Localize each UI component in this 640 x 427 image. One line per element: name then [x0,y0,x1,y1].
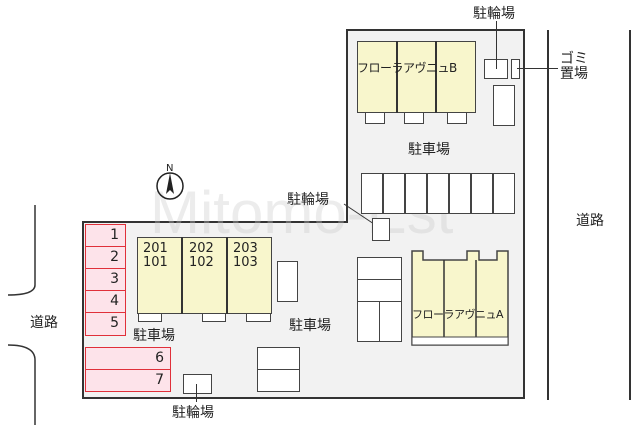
bike-parking-label-south: 駐輪場 [172,405,214,421]
parking-space [493,85,515,126]
parking-space [357,257,402,280]
building-b-name: フローラアヴニュB [357,61,457,75]
parking-space [427,173,449,214]
parking-label-west: 駐車場 [133,328,175,344]
building-b [357,41,476,113]
parking-space [471,173,493,214]
leader-line [496,21,497,69]
balcony [138,313,162,322]
parking-space-3: 3 [85,268,126,291]
parking-label-center: 駐車場 [289,318,331,334]
lot-join [348,219,523,224]
bike-parking-label-middle: 駐輪場 [287,192,329,208]
balcony [202,313,226,322]
divider [396,41,398,113]
bike-parking-label-north: 駐輪場 [473,6,515,22]
divider [435,41,437,113]
parking-space [405,173,427,214]
parking-space-4: 4 [85,290,126,313]
unit-lower: 103 [233,255,258,270]
north-arrow-icon: N [156,163,184,200]
building-main [137,237,272,314]
building-a-name: フローラアヴニュA [412,308,504,321]
balcony [246,313,271,322]
leader-line [517,68,558,69]
unit-upper: 203 [233,241,258,256]
parking-space [383,173,405,214]
divider [181,237,183,314]
parking-space [257,369,300,392]
parking-label-north: 駐車場 [408,142,450,158]
parking-space-6: 6 [85,347,171,370]
parking-space-5: 5 [85,312,126,336]
parking-space-1: 1 [85,224,126,247]
bike-parking-middle [372,218,390,241]
garbage-area [511,59,520,79]
balcony [447,112,467,124]
garbage-label: ゴミ置場 [560,51,588,82]
parking-space [257,347,300,370]
parking-space [449,173,471,214]
road-edge-right-2 [629,30,631,400]
divider [226,237,228,314]
road-edge-west [7,205,36,425]
bike-parking-south [183,374,212,394]
road-edge-right-1 [547,30,549,400]
parking-space [357,301,380,342]
parking-row-north [361,173,515,214]
unit-lower: 102 [189,255,214,270]
unit-upper: 202 [189,241,214,256]
building-a [411,250,509,346]
parking-space-2: 2 [85,246,126,269]
balcony [404,112,424,124]
road-label-east: 道路 [576,213,604,229]
road-label-west: 道路 [30,315,58,331]
north-label: N [166,163,173,174]
parking-space [277,261,298,302]
parking-space [493,173,515,214]
parking-space [361,173,383,214]
unit-lower: 101 [143,255,168,270]
parking-space [379,301,402,342]
leader-line [196,384,197,402]
balcony [365,112,385,124]
unit-upper: 201 [143,241,168,256]
parking-space-7: 7 [85,369,171,392]
parking-space [357,279,402,302]
